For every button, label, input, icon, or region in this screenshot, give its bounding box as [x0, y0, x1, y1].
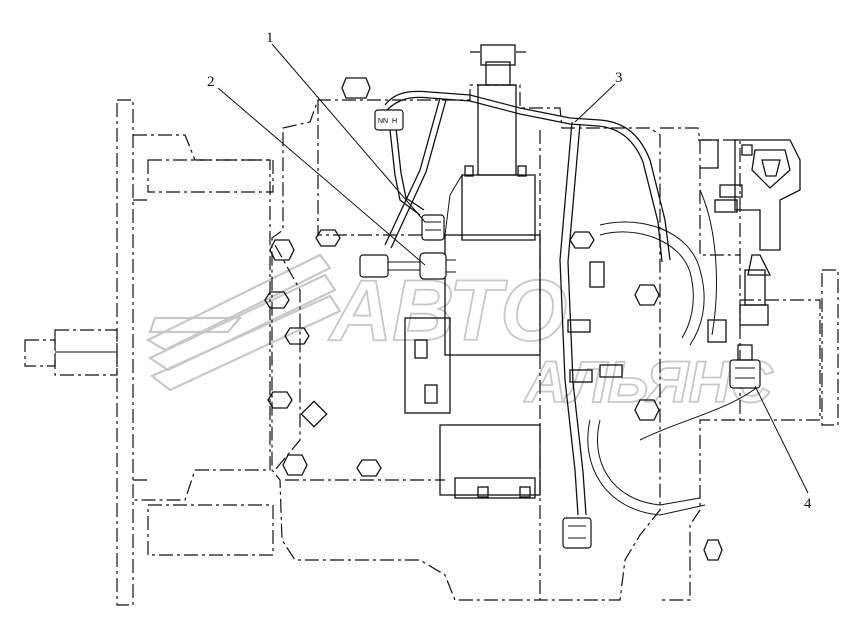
shift-tower — [444, 44, 536, 241]
connector-3-plug — [562, 517, 592, 549]
leader-1 — [271, 43, 426, 223]
valve-block — [714, 139, 801, 251]
watermark-line1: АВТО — [328, 263, 567, 359]
bolt-heads — [264, 77, 723, 561]
leader-lines — [217, 43, 809, 494]
callout-3: 3 — [615, 70, 623, 86]
leader-4 — [754, 385, 809, 494]
watermark-logo-stripes — [145, 253, 342, 392]
watermark: АВТО АЛЬЯНС — [145, 253, 774, 416]
leader-2 — [217, 87, 426, 266]
rear-housing — [660, 127, 839, 601]
pipe-fittings — [414, 261, 727, 404]
leader-3 — [574, 83, 616, 123]
speed-sensor-right — [739, 254, 772, 326]
connector-1-plug: NN H — [374, 109, 445, 241]
connector-1-label-b: H — [392, 118, 397, 125]
connector-4-plug — [729, 344, 761, 389]
input-shaft — [24, 329, 118, 376]
flywheel-housing — [116, 99, 274, 606]
connector-1-label: NN — [378, 118, 388, 125]
callout-1: 1 — [266, 30, 274, 46]
shift-cover — [404, 234, 541, 499]
connector-2-plug — [359, 252, 456, 280]
callout-2: 2 — [207, 74, 215, 90]
callout-4: 4 — [804, 496, 812, 512]
